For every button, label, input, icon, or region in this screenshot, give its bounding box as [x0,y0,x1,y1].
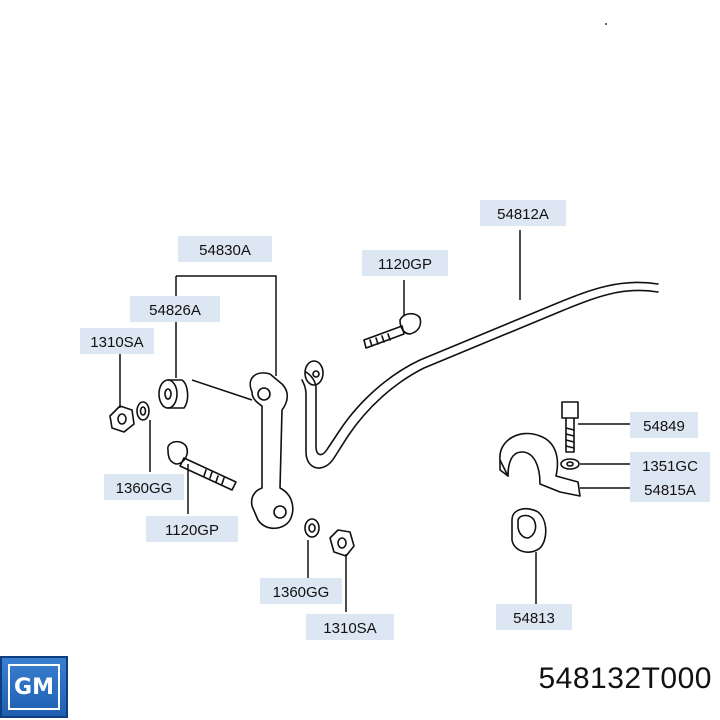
svg-text:54815A: 54815A [644,482,696,499]
svg-text:1120GP: 1120GP [378,256,432,273]
label-left-bolt: 1120GP [146,516,238,542]
label-bracket: 54815A [630,476,710,502]
svg-text:1120GP: 1120GP [165,522,219,539]
speck [605,23,607,25]
stabilizer-link [249,372,294,530]
svg-text:1310SA: 1310SA [90,334,143,351]
svg-text:54812A: 54812A [497,206,549,223]
label-stabilizer-bar: 54812A [480,200,566,226]
svg-text:54826A: 54826A [149,302,201,319]
bracket [499,432,581,497]
gm-logo-text: GM [14,674,54,700]
label-left-nut: 1310SA [80,328,154,354]
label-clamp-washer: 1351GC [630,452,710,478]
stabilizer-bar [301,281,659,469]
label-bottom-nut: 1310SA [306,614,394,640]
label-link-assembly: 54830A [178,236,272,262]
label-bar-bushing: 54813 [496,604,572,630]
gm-logo: GM [0,656,68,718]
bottom-nut [329,529,355,557]
bottom-washer [304,518,320,538]
svg-text:54830A: 54830A [199,242,251,259]
left-washer [136,401,150,421]
part-number: 548132T000 [538,662,712,695]
clamp-bolt [561,401,579,453]
label-clamp-bolt: 54849 [630,412,698,438]
left-nut [109,405,135,433]
left-bolt [167,440,237,491]
leader-lines [119,230,630,612]
svg-text:1360GG: 1360GG [273,584,330,601]
label-left-washer: 1360GG [104,474,184,500]
label-bottom-washer: 1360GG [260,578,342,604]
bar-bushing [511,507,547,553]
svg-text:1360GG: 1360GG [116,480,173,497]
svg-text:1351GC: 1351GC [642,458,698,475]
gm-logo-frame: GM [8,664,60,710]
svg-text:54813: 54813 [513,610,555,627]
svg-text:54849: 54849 [643,418,685,435]
link-bushing [158,379,189,409]
clamp-washer [560,458,580,470]
label-link-bushing: 54826A [130,296,220,322]
svg-text:1310SA: 1310SA [323,620,376,637]
top-bolt [363,312,422,349]
label-top-bolt: 1120GP [362,250,448,276]
